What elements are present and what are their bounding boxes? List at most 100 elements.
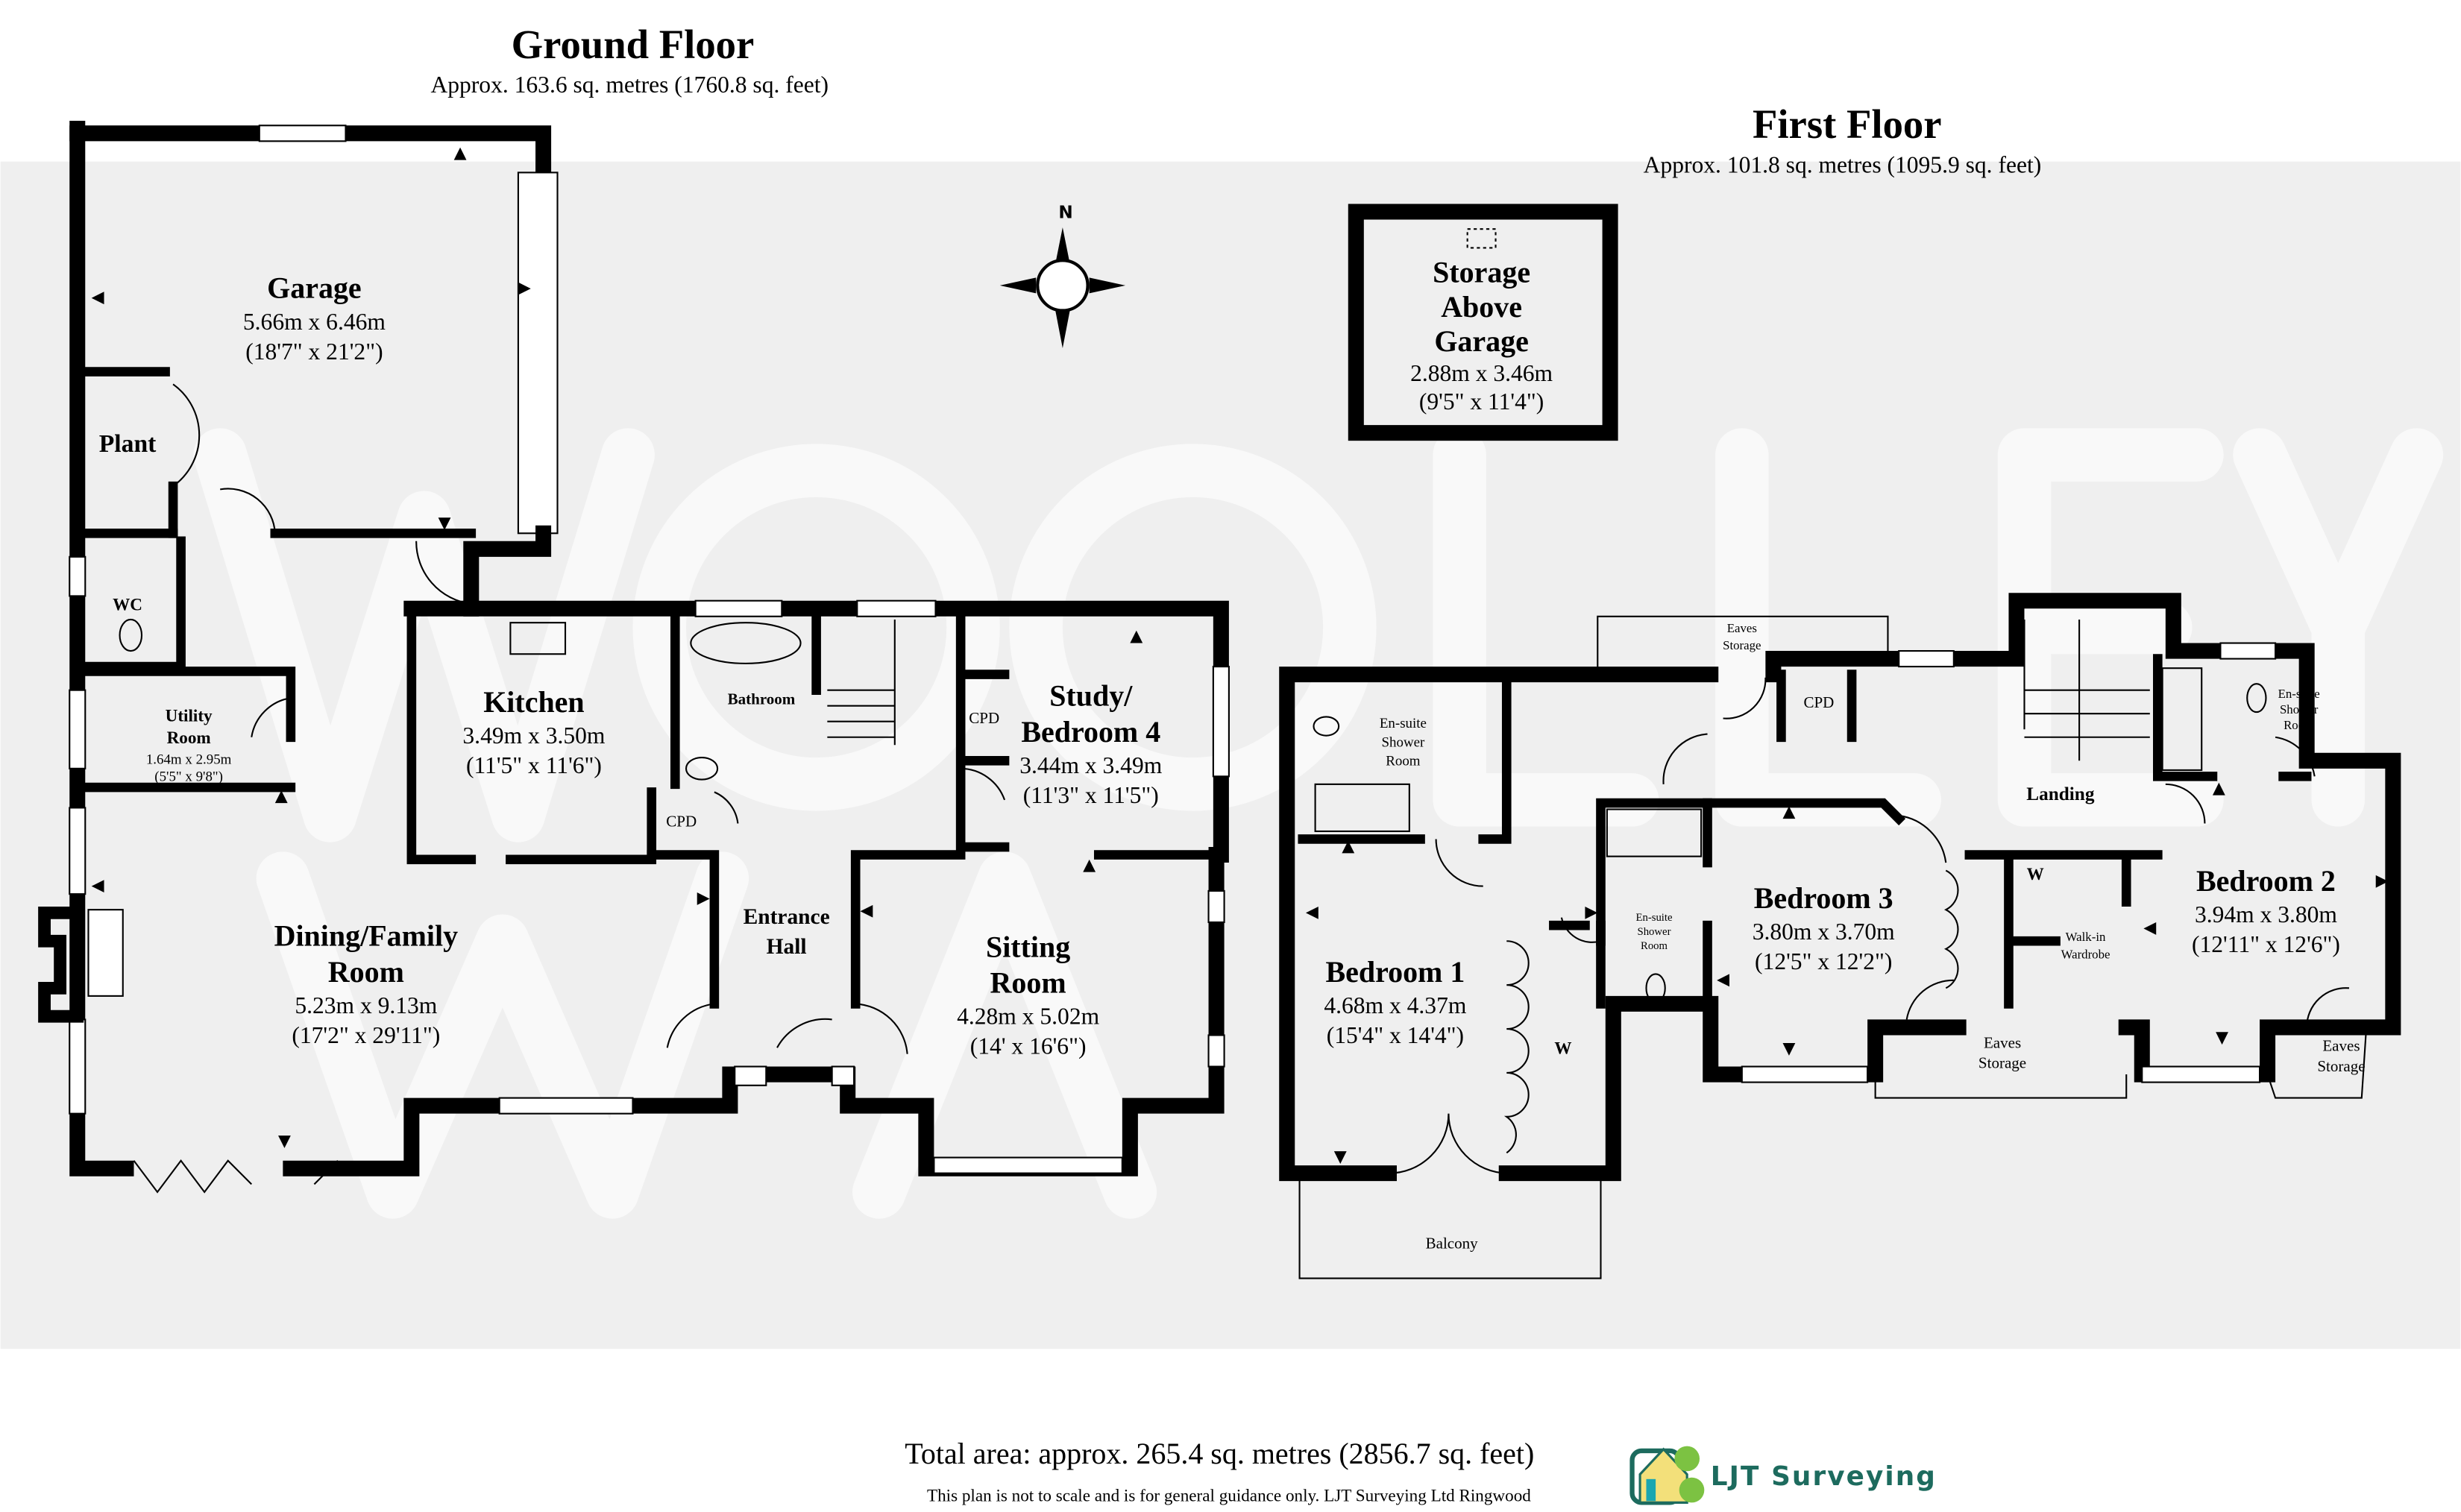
svg-text:(12'11" x 12'6"): (12'11" x 12'6") bbox=[2192, 931, 2340, 957]
svg-text:Above: Above bbox=[1441, 290, 1522, 324]
svg-text:Eaves: Eaves bbox=[1727, 621, 1757, 635]
svg-text:Bedroom 3: Bedroom 3 bbox=[1754, 881, 1893, 915]
svg-text:1.64m x 2.95m: 1.64m x 2.95m bbox=[146, 752, 232, 768]
total-area: Total area: approx. 265.4 sq. metres (28… bbox=[905, 1437, 1534, 1470]
room-balcony: Balcony bbox=[1426, 1235, 1479, 1253]
room-sitting: Sitting Room 4.28m x 5.02m (14' x 16'6") bbox=[957, 930, 1099, 1059]
room-storage-above-garage: Storage Above Garage 2.88m x 3.46m (9'5"… bbox=[1410, 256, 1553, 415]
svg-text:Eaves: Eaves bbox=[1984, 1033, 2021, 1051]
svg-text:Bedroom 4: Bedroom 4 bbox=[1021, 715, 1160, 749]
room-garage: Garage 5.66m x 6.46m (18'7" x 21'2") bbox=[243, 271, 386, 365]
svg-text:4.68m x 4.37m: 4.68m x 4.37m bbox=[1324, 992, 1466, 1018]
svg-text:Storage: Storage bbox=[2317, 1057, 2365, 1075]
svg-text:Room: Room bbox=[1641, 940, 1668, 952]
svg-text:5.66m x 6.46m: 5.66m x 6.46m bbox=[243, 309, 386, 335]
svg-text:(15'4" x 14'4"): (15'4" x 14'4") bbox=[1327, 1022, 1464, 1048]
room-wc: WC bbox=[113, 595, 142, 614]
svg-text:Sitting: Sitting bbox=[986, 930, 1070, 963]
svg-text:Garage: Garage bbox=[267, 271, 362, 305]
disclaimer: This plan is not to scale and is for gen… bbox=[927, 1486, 1531, 1505]
svg-text:(11'3" x 11'5"): (11'3" x 11'5") bbox=[1023, 782, 1159, 808]
room-landing: Landing bbox=[2026, 784, 2095, 804]
room-study: Study/ Bedroom 4 3.44m x 3.49m (11'3" x … bbox=[1019, 679, 1162, 808]
svg-text:Storage: Storage bbox=[1723, 638, 1761, 652]
first-floor-arrows bbox=[1305, 782, 2389, 1164]
svg-text:Room: Room bbox=[2284, 718, 2314, 732]
room-utility: Utility Room 1.64m x 2.95m (5'5" x 9'8") bbox=[146, 707, 232, 785]
ground-floor-arrows bbox=[91, 147, 1143, 1148]
svg-text:(14' x 16'6"): (14' x 16'6") bbox=[970, 1033, 1087, 1059]
svg-text:3.94m x 3.80m: 3.94m x 3.80m bbox=[2195, 901, 2337, 927]
svg-text:Bedroom 2: Bedroom 2 bbox=[2196, 864, 2336, 898]
svg-text:LJT Surveying: LJT Surveying bbox=[1711, 1461, 1937, 1492]
room-eaves-storage-mid: Eaves Storage bbox=[1978, 1033, 2026, 1071]
svg-text:Shower: Shower bbox=[2280, 702, 2319, 716]
svg-text:En-suite: En-suite bbox=[1380, 716, 1427, 731]
svg-text:3.49m x 3.50m: 3.49m x 3.50m bbox=[462, 722, 605, 749]
svg-text:Walk-in: Walk-in bbox=[2066, 930, 2106, 944]
room-bedroom2: Bedroom 2 3.94m x 3.80m (12'11" x 12'6") bbox=[2192, 864, 2340, 957]
svg-text:Room: Room bbox=[1386, 754, 1421, 769]
room-plant: Plant bbox=[99, 430, 157, 458]
room-bedroom3: Bedroom 3 3.80m x 3.70m (12'5" x 12'2") bbox=[1753, 881, 1895, 974]
svg-text:Utility: Utility bbox=[166, 707, 213, 726]
watermark bbox=[193, 428, 2444, 1219]
room-eaves-storage-right: Eaves Storage bbox=[2317, 1037, 2365, 1075]
room-dining-family: Dining/Family Room 5.23m x 9.13m (17'2" … bbox=[274, 919, 459, 1048]
svg-text:Wardrobe: Wardrobe bbox=[2061, 947, 2110, 961]
room-cpd-hall: CPD bbox=[666, 813, 697, 831]
svg-text:Shower: Shower bbox=[1382, 734, 1426, 750]
room-cpd-first: CPD bbox=[1803, 693, 1834, 711]
svg-text:(5'5" x 9'8"): (5'5" x 9'8") bbox=[154, 769, 223, 785]
svg-text:Room: Room bbox=[167, 728, 211, 748]
svg-text:(12'5" x 12'2"): (12'5" x 12'2") bbox=[1755, 948, 1892, 974]
svg-text:(17'2" x 29'11"): (17'2" x 29'11") bbox=[292, 1022, 440, 1048]
wardrobe-bedroom1: W bbox=[1554, 1039, 1571, 1059]
svg-text:N: N bbox=[1058, 203, 1072, 222]
first-floor-walls bbox=[1279, 204, 2401, 1279]
svg-text:Entrance: Entrance bbox=[744, 905, 830, 929]
compass-icon: N bbox=[999, 203, 1126, 349]
svg-text:3.44m x 3.49m: 3.44m x 3.49m bbox=[1019, 752, 1162, 778]
svg-text:Storage: Storage bbox=[1433, 256, 1530, 289]
svg-text:Dining/Family: Dining/Family bbox=[274, 919, 459, 953]
ground-floor-area: Approx. 163.6 sq. metres (1760.8 sq. fee… bbox=[430, 72, 829, 98]
svg-text:Room: Room bbox=[990, 966, 1066, 1000]
first-floor-interior-walls bbox=[1298, 619, 2350, 1174]
svg-text:Shower: Shower bbox=[1638, 926, 1671, 938]
room-bathroom: Bathroom bbox=[728, 690, 796, 708]
svg-text:Kitchen: Kitchen bbox=[483, 685, 584, 719]
svg-text:(18'7" x 21'2"): (18'7" x 21'2") bbox=[245, 338, 383, 365]
svg-text:Storage: Storage bbox=[1978, 1054, 2026, 1072]
ground-floor-interior-walls bbox=[82, 367, 1222, 1054]
room-entrance-hall: Entrance Hall bbox=[744, 905, 830, 959]
svg-text:Study/: Study/ bbox=[1049, 679, 1133, 713]
svg-text:Eaves: Eaves bbox=[2322, 1037, 2360, 1055]
svg-text:(11'5" x 11'6"): (11'5" x 11'6") bbox=[466, 752, 602, 778]
room-ensuite-bedroom2: En-suite Shower Room bbox=[2278, 687, 2320, 732]
room-ensuite-bedroom1: En-suite Shower Room bbox=[1380, 716, 1427, 769]
svg-text:En-suite: En-suite bbox=[2278, 687, 2320, 701]
room-cpd-study: CPD bbox=[969, 709, 999, 727]
svg-text:Garage: Garage bbox=[1434, 324, 1529, 358]
room-kitchen: Kitchen 3.49m x 3.50m (11'5" x 11'6") bbox=[462, 685, 605, 778]
svg-text:Bedroom 1: Bedroom 1 bbox=[1325, 955, 1465, 989]
room-bedroom1: Bedroom 1 4.68m x 4.37m (15'4" x 14'4") bbox=[1324, 955, 1466, 1048]
svg-text:En-suite: En-suite bbox=[1635, 912, 1673, 924]
room-eaves-storage-top: Eaves Storage bbox=[1723, 621, 1761, 652]
ground-floor-walls bbox=[38, 120, 1230, 1194]
svg-text:Room: Room bbox=[328, 955, 404, 989]
ljt-surveying-logo: LJT Surveying bbox=[1629, 1446, 1937, 1505]
svg-text:Hall: Hall bbox=[767, 935, 807, 959]
wardrobe-bedroom2: W bbox=[2027, 865, 2044, 884]
first-floor-title: First Floor bbox=[1753, 101, 1942, 147]
ground-floor-title: Ground Floor bbox=[512, 22, 755, 67]
svg-text:2.88m x 3.46m: 2.88m x 3.46m bbox=[1410, 360, 1553, 386]
room-ensuite-bedroom3: En-suite Shower Room bbox=[1635, 912, 1673, 952]
room-walk-in-wardrobe: Walk-in Wardrobe bbox=[2061, 930, 2110, 961]
svg-text:(9'5" x 11'4"): (9'5" x 11'4") bbox=[1419, 388, 1544, 415]
svg-text:3.80m x 3.70m: 3.80m x 3.70m bbox=[1753, 919, 1895, 945]
svg-text:4.28m x 5.02m: 4.28m x 5.02m bbox=[957, 1004, 1099, 1030]
svg-text:5.23m x 9.13m: 5.23m x 9.13m bbox=[295, 992, 437, 1018]
